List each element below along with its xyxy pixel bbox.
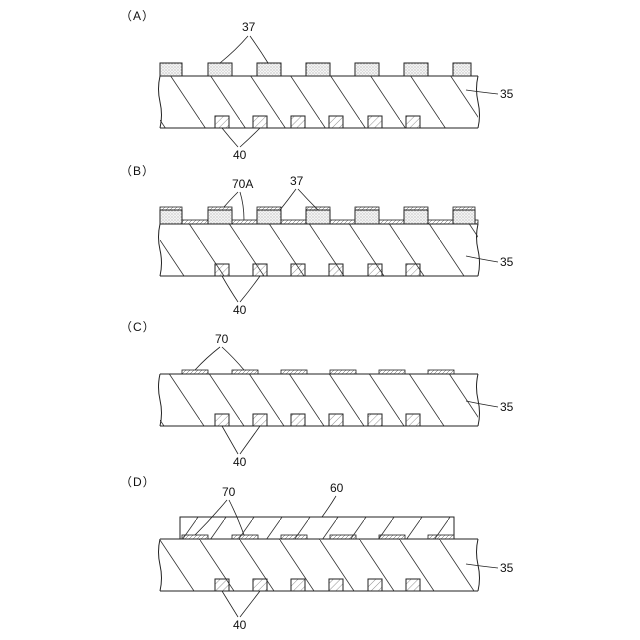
callout-37: 37 bbox=[242, 20, 256, 34]
callout-40: 40 bbox=[233, 618, 247, 632]
panel-a-label: （A） bbox=[120, 9, 155, 23]
panel-a: （A） 37 bbox=[120, 9, 514, 162]
callout-40: 40 bbox=[233, 303, 247, 317]
panel-b: （B） bbox=[120, 164, 514, 317]
callout-37: 37 bbox=[290, 174, 304, 188]
callout-35: 35 bbox=[500, 255, 514, 269]
callout-40: 40 bbox=[233, 148, 247, 162]
panel-d: （D） 70 60 bbox=[120, 475, 514, 632]
callout-35: 35 bbox=[500, 561, 514, 575]
callout-70: 70 bbox=[222, 485, 236, 499]
substrate-35 bbox=[159, 224, 480, 276]
film-70 bbox=[182, 370, 454, 374]
panel-d-label: （D） bbox=[120, 475, 156, 489]
substrate-35 bbox=[159, 539, 480, 591]
callout-40: 40 bbox=[233, 455, 247, 469]
substrate-35 bbox=[159, 374, 480, 426]
panel-c: （C） 70 35 40 bbox=[120, 320, 514, 469]
callout-35: 35 bbox=[500, 400, 514, 414]
cover-60 bbox=[180, 517, 454, 539]
callout-60: 60 bbox=[330, 481, 344, 495]
panel-b-label: （B） bbox=[120, 164, 155, 178]
substrate-35 bbox=[159, 76, 480, 128]
panel-c-label: （C） bbox=[120, 320, 156, 334]
callout-70a: 70A bbox=[232, 177, 253, 191]
bumps-37 bbox=[160, 63, 471, 76]
callout-70: 70 bbox=[215, 332, 229, 346]
callout-35: 35 bbox=[500, 87, 514, 101]
